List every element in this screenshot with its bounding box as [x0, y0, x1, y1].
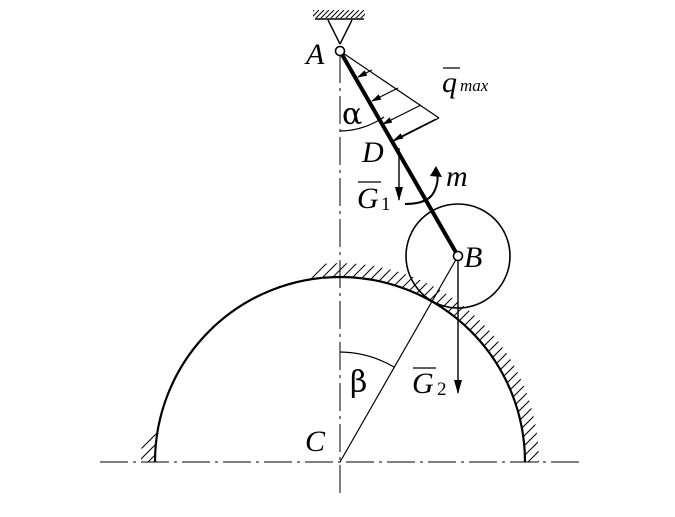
hatch-line: [345, 10, 355, 18]
hatch-line: [329, 263, 539, 462]
hatch-line: [419, 263, 539, 462]
hatch-line: [529, 263, 539, 462]
line-BC: [339, 255, 459, 463]
label-C: C: [305, 425, 326, 458]
hatch-line: [319, 263, 536, 462]
label-alpha: α: [342, 97, 362, 132]
fixed-support-icon: [300, 10, 379, 45]
label-G2: G: [412, 367, 434, 400]
hatch-line: [355, 10, 365, 18]
moment-m-icon: [404, 166, 442, 205]
label-A: A: [304, 38, 325, 71]
label-G1-subscript: 1: [381, 194, 391, 215]
hatch-line: [489, 263, 539, 462]
hatch-line: [141, 263, 336, 462]
hatch-line: [359, 263, 539, 462]
pin-joint-B: [452, 250, 464, 262]
hatch-line: [299, 263, 516, 462]
label-m: m: [446, 160, 468, 193]
label-B: B: [464, 241, 482, 274]
hatch-line: [149, 263, 366, 462]
hatch-line: [335, 10, 345, 18]
hatch-line: [239, 263, 456, 462]
hatch-line: [409, 263, 539, 462]
hatch-line: [320, 10, 330, 18]
hatch-line: [325, 10, 335, 18]
hatch-line: [259, 263, 476, 462]
angle-beta-arc: [339, 351, 395, 368]
load-arrow: [371, 87, 399, 102]
hatch-line: [309, 263, 526, 462]
hatch-line: [365, 10, 374, 19]
hatch-line: [350, 10, 360, 18]
hatch-line: [479, 263, 539, 462]
hatch-line: [315, 10, 325, 18]
label-D: D: [361, 136, 384, 169]
hatch-line: [189, 263, 406, 462]
hatch-line: [219, 263, 436, 462]
hatch-line: [449, 263, 539, 462]
load-arrow: [393, 118, 437, 141]
load-arrow: [382, 104, 422, 125]
label-G2-subscript: 2: [437, 379, 447, 400]
label-q: q: [442, 66, 457, 99]
hatch-line: [313, 10, 315, 12]
hatch-line: [429, 263, 539, 462]
hatch-line: [340, 10, 350, 18]
hatch-line: [499, 263, 539, 462]
pin-joint-A: [334, 45, 346, 57]
hatch-line: [439, 263, 539, 462]
hatch-line: [560, 255, 675, 470]
label-q-subscript: max: [460, 76, 489, 95]
load-arrow: [357, 69, 373, 78]
hatch-line: [179, 263, 396, 462]
hatch-line: [229, 263, 446, 462]
hatch-line: [159, 263, 376, 462]
hatch-line: [469, 263, 539, 462]
hatch-line: [370, 10, 379, 19]
hatch-line: [540, 255, 675, 470]
hatch-line: [519, 263, 539, 462]
hatch-line: [269, 263, 486, 462]
hatch-line: [330, 10, 340, 18]
hatch-line: [360, 13, 365, 18]
hatch-line: [459, 263, 539, 462]
hatch-line: [550, 255, 675, 470]
label-beta: β: [350, 365, 367, 400]
hatch-line: [300, 10, 309, 19]
hatch-line: [509, 263, 539, 462]
distributed-load: [339, 50, 440, 143]
label-G1: G: [357, 182, 379, 215]
hatch-line: [313, 10, 320, 17]
